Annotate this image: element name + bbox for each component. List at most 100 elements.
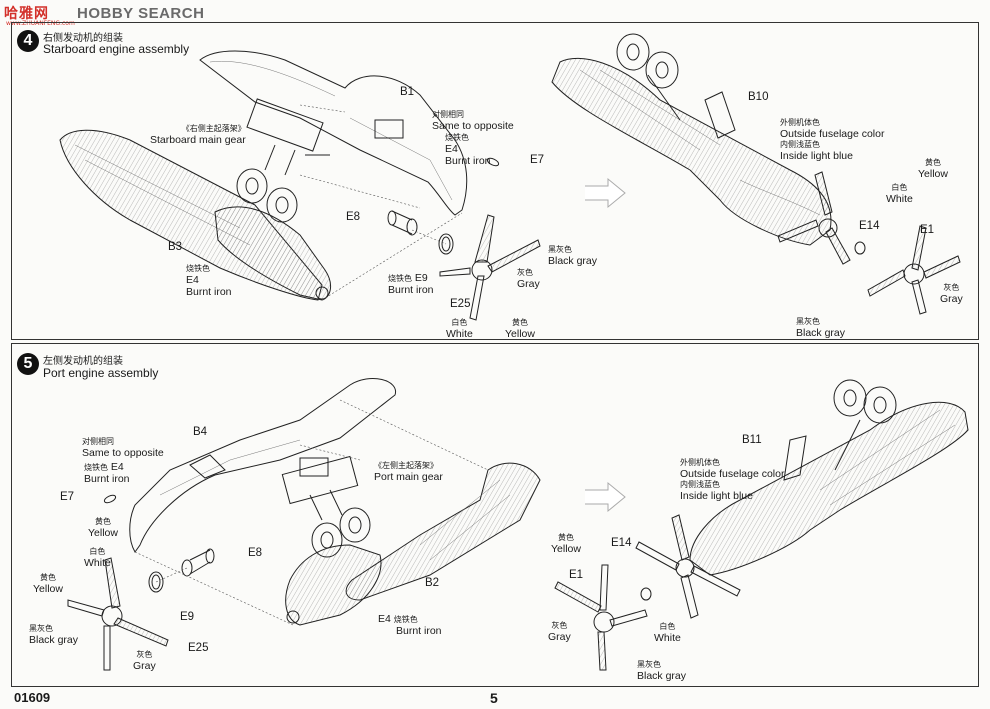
step5-assembled-gear — [783, 379, 897, 481]
step4-inside-cn: 内侧浅蓝色 — [780, 140, 820, 149]
step5-r-white: 白色 White — [654, 622, 681, 644]
step5-opposite-note: 对侧相同 Same to opposite — [82, 437, 164, 459]
step4-r-white: 白色 White — [886, 183, 913, 205]
step5-outside-cn: 外侧机体色 — [680, 458, 720, 467]
step5-e4b-cn: 烧铁色 — [393, 615, 418, 624]
step5-part-e14: E14 — [611, 537, 632, 549]
step4-exhaust-parts — [387, 157, 500, 255]
step5-part-e8: E8 — [248, 547, 263, 559]
step4-outside-cn: 外侧机体色 — [780, 118, 820, 127]
step5-r-black-cn: 黑灰色 — [637, 660, 661, 669]
step5-title-cn: 左侧发动机的组装 — [43, 356, 123, 367]
step5-e4-right: E4 烧铁色 Burnt iron — [378, 613, 442, 637]
watermark-site: HOBBY SEARCH — [77, 4, 205, 22]
step5-blackgray: 黑灰色 Black gray — [29, 624, 78, 646]
step4-white: 白色 White — [446, 318, 473, 340]
step4-opposite-note: 对侧相同 Same to opposite — [432, 110, 514, 132]
step4-r-gray-cn: 灰色 — [943, 283, 960, 292]
step4-assembled-propeller — [777, 171, 866, 265]
step5-black-en: Black gray — [29, 634, 79, 646]
step4-gray: 灰色 Gray — [517, 268, 540, 290]
step4-e9: 烧铁色 E9 Burnt iron — [388, 272, 434, 296]
step4-panel — [11, 22, 979, 340]
step4-black-cn: 黑灰色 — [548, 245, 572, 254]
step5-opposite-en: Same to opposite — [82, 447, 164, 459]
step4-part-e1: E1 — [920, 224, 935, 236]
step5-r-blackgray: 黑灰色 Black gray — [637, 660, 686, 682]
step5-r-white-cn: 白色 — [659, 622, 676, 631]
step5-r-gray-en: Gray — [548, 631, 571, 643]
step4-r-black-cn: 黑灰色 — [796, 317, 820, 326]
step4-part-b10: B10 — [748, 91, 769, 103]
step4-engine-lower — [214, 206, 332, 301]
step4-r-gray-en: Gray — [940, 293, 963, 305]
step4-yellow: 黄色 Yellow — [505, 318, 535, 340]
step4-yellow-cn: 黄色 — [511, 318, 528, 327]
step5-e4-cn: 烧铁色 — [84, 463, 108, 472]
step5-spinner-exploded — [554, 564, 648, 671]
step4-gear-label: 《右侧主起落架》 Starboard main gear — [150, 124, 246, 146]
step5-part-e9: E9 — [180, 611, 195, 623]
step4-e4-code: E4 — [186, 274, 199, 286]
step4-e4b-en: Burnt iron — [445, 155, 491, 167]
step5-white-en: White — [84, 557, 111, 569]
step5-r-yellow-cn: 黄色 — [557, 533, 574, 542]
step4-inside-en: Inside light blue — [780, 150, 853, 162]
step4-main-gear — [236, 98, 330, 223]
step4-e9-en: Burnt iron — [388, 284, 434, 296]
step4-white-en: White — [446, 328, 473, 340]
step4-opposite-cn: 对侧相同 — [432, 110, 464, 119]
step5-part-e7: E7 — [60, 491, 75, 503]
step4-propeller-exploded — [439, 214, 541, 321]
watermark-logo: 哈雅网 — [4, 6, 49, 22]
step5-e4-en: Burnt iron — [84, 473, 130, 485]
step4-gear-cn: 《右侧主起落架》 — [181, 124, 246, 133]
step5-r-black-en: Black gray — [637, 670, 687, 682]
step5-part-b4: B4 — [193, 426, 208, 438]
page-number: 5 — [490, 690, 498, 706]
step5-r-gray: 灰色 Gray — [548, 621, 571, 643]
step5-gray-cn: 灰色 — [136, 650, 153, 659]
step5-l-yellow-en: Yellow — [33, 583, 63, 595]
step4-white-cn: 白色 — [451, 318, 468, 327]
step4-outside-en: Outside fuselage color — [780, 128, 885, 140]
step5-gray-en: Gray — [133, 660, 156, 672]
step5-part-e1: E1 — [569, 569, 584, 581]
step5-yellow-en: Yellow — [88, 527, 118, 539]
step5-e4b-en: Burnt iron — [396, 625, 442, 637]
step4-fuselage-color: 外侧机体色 Outside fuselage color 内侧浅蓝色 Insid… — [780, 118, 884, 162]
step5-gray: 灰色 Gray — [133, 650, 156, 672]
step5-yellow-cn: 黄色 — [94, 517, 111, 526]
step4-number: 4 — [17, 30, 39, 52]
step5-white: 白色 White — [84, 547, 111, 569]
step5-e4b-code: E4 — [378, 613, 391, 625]
step4-e4-right: 烧铁色 E4 Burnt iron — [445, 133, 491, 167]
step4-spinner-exploded — [867, 225, 961, 315]
step5-main-gear — [281, 455, 371, 558]
step5-outside-en: Outside fuselage color — [680, 468, 785, 480]
step5-l-yellow-cn: 黄色 — [39, 573, 56, 582]
step4-e4-cn: 烧铁色 — [186, 264, 210, 273]
step4-r-white-cn: 白色 — [891, 183, 908, 192]
step5-inside-cn: 内侧浅蓝色 — [680, 480, 720, 489]
step5-guides — [134, 399, 489, 626]
step5-gear-cn: 《左侧主起落架》 — [374, 461, 438, 470]
step4-black-en: Black gray — [548, 255, 598, 267]
step4-gear-en: Starboard main gear — [150, 134, 246, 146]
step5-propeller-exploded — [67, 557, 169, 671]
step5-engine-lower — [285, 544, 382, 626]
step5-black-cn: 黑灰色 — [29, 624, 53, 633]
step4-title-cn: 右侧发动机的组装 — [43, 33, 123, 44]
step4-r-blackgray: 黑灰色 Black gray — [796, 317, 845, 339]
step4-e4b-code: E4 — [445, 143, 458, 155]
step5-nacelle-top-half — [129, 377, 396, 553]
step4-direction-arrow — [585, 177, 626, 209]
watermark-domain: www.ZHUANFENG.com — [6, 20, 75, 27]
step5-white-cn: 白色 — [89, 547, 106, 556]
step5-yellow: 黄色 Yellow — [88, 517, 118, 539]
step4-r-yellow-en: Yellow — [918, 168, 948, 180]
step4-e9-code: E9 — [414, 272, 428, 284]
step4-r-yellow-cn: 黄色 — [924, 158, 941, 167]
watermark: 哈雅网 HOBBY SEARCH — [4, 2, 204, 24]
